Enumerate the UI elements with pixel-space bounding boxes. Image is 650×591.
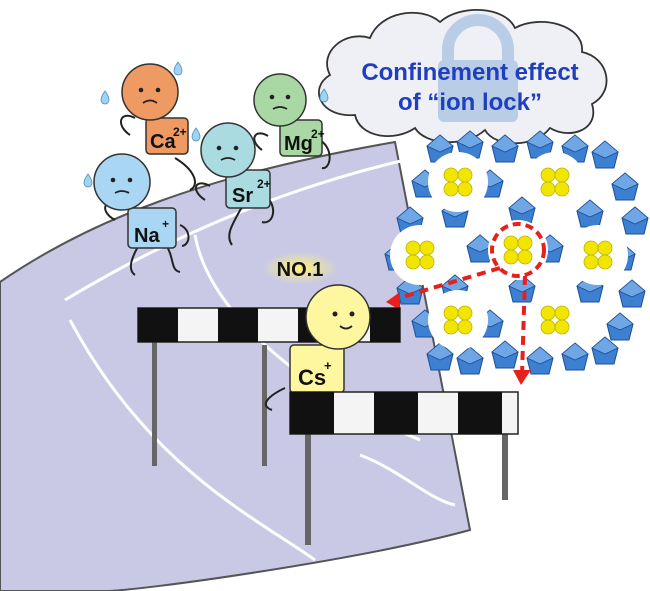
pointer-arrow xyxy=(520,275,527,376)
ion-charge-cs: + xyxy=(324,358,332,373)
ion-mg: Mg 2+ xyxy=(253,73,331,170)
zeolite-framework-icon xyxy=(384,130,649,385)
sweat-drop-icon xyxy=(100,90,110,105)
ion-label-cs: Cs xyxy=(298,365,326,390)
winner-badge: NO.1 xyxy=(277,259,324,281)
ion-charge-na: + xyxy=(162,217,169,231)
ion-sr: Sr 2+ xyxy=(191,122,275,246)
padlock-icon xyxy=(438,14,518,122)
hurdle-front xyxy=(289,391,519,545)
ion-charge-mg: 2+ xyxy=(311,127,325,141)
lane-line xyxy=(68,319,316,562)
ion-charge-ca: 2+ xyxy=(173,125,187,139)
ion-label-na: Na xyxy=(134,225,160,247)
pointer-arrow-head xyxy=(513,370,531,385)
lane-line xyxy=(64,158,406,302)
ion-charge-sr: 2+ xyxy=(257,177,271,191)
sweat-drop-icon xyxy=(173,61,183,76)
highlight-circle xyxy=(490,222,546,278)
ion-na: Na + xyxy=(83,153,190,276)
sweat-drop-icon xyxy=(191,127,201,142)
ion-label-sr: Sr xyxy=(232,185,253,207)
thought-cloud: Confinement effect of “ion lock” xyxy=(318,9,608,145)
ion-cs: NO.1 Cs + xyxy=(262,252,371,411)
sweat-drop-icon xyxy=(83,173,93,188)
ion-label-mg: Mg xyxy=(284,133,313,155)
pointer-arrow xyxy=(391,266,501,302)
ion-label-ca: Ca xyxy=(150,131,176,153)
pointer-arrow-head xyxy=(386,292,400,310)
running-track xyxy=(0,140,472,591)
ion-ca: Ca 2+ xyxy=(100,61,196,191)
cloud-line-1: Confinement effect xyxy=(361,59,578,86)
glow xyxy=(262,252,338,284)
cloud-line-2: of “ion lock” xyxy=(398,89,542,116)
lane-line xyxy=(359,453,456,507)
